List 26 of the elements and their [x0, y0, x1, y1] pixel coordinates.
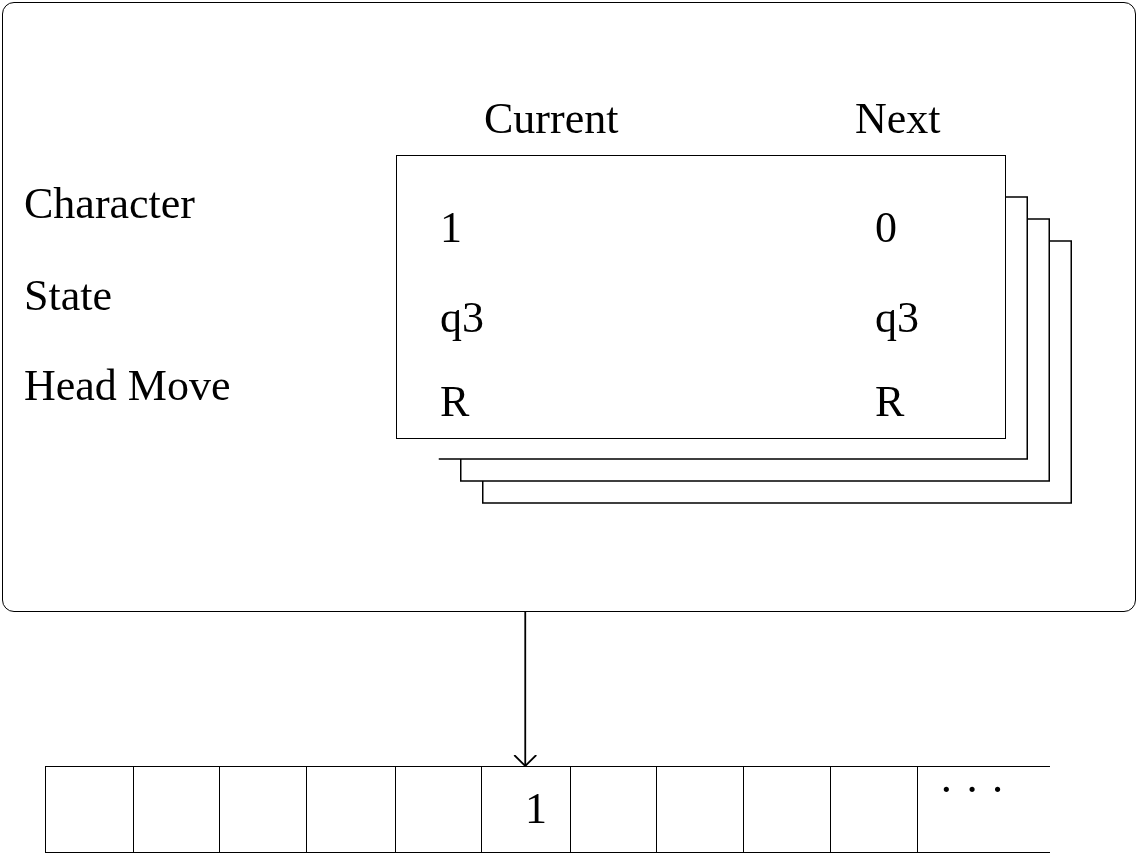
cell-value: q3: [875, 293, 919, 343]
machine-box: [2, 2, 1136, 612]
tape-cell: [306, 766, 397, 853]
tape-cell: [656, 766, 745, 853]
cell-value: 1: [525, 784, 547, 834]
column-heading: Next: [855, 94, 941, 144]
tape-cell: [570, 766, 658, 853]
tape-cell: [743, 766, 832, 853]
tape-cell: [830, 766, 919, 853]
column-heading: Current: [484, 94, 619, 144]
arrow: [513, 611, 538, 767]
tape-cell: [133, 766, 221, 853]
cell-value: q3: [440, 293, 484, 343]
row-label: Head Move: [24, 361, 231, 411]
row-label: Character: [24, 179, 195, 229]
tape-cell: [219, 766, 308, 853]
cell-value: 0: [875, 203, 897, 253]
ellipsis: · · ·: [939, 765, 1005, 815]
cell-value: 1: [440, 203, 462, 253]
tape-cell: [481, 766, 572, 853]
cell-value: R: [440, 377, 470, 427]
row-label: State: [24, 271, 112, 321]
cell-value: R: [875, 377, 905, 427]
tape-cell: [917, 766, 1050, 853]
tape-cell: [45, 766, 135, 853]
tape-cell: [395, 766, 483, 853]
